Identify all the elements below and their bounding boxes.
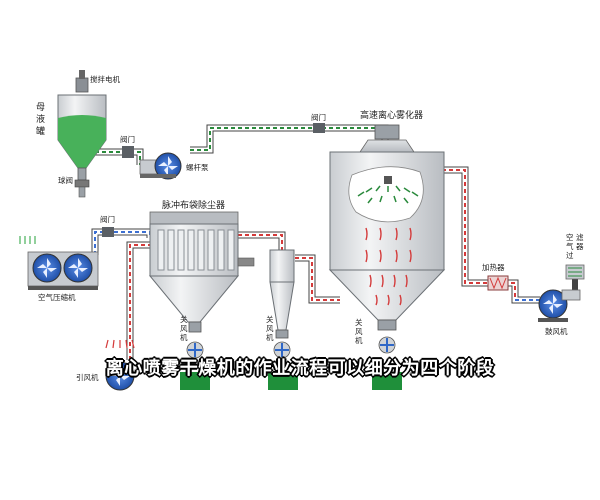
label-mother-tank-1: 母 <box>36 102 45 113</box>
label-rotary-valve-2-1: 关 <box>266 314 274 324</box>
label-rotary-valve-1-3: 机 <box>180 332 188 342</box>
label-atomizer: 高速离心雾化器 <box>360 109 423 121</box>
label-valve-feed: 阀门 <box>120 135 135 144</box>
rotary-valve-2 <box>268 341 298 390</box>
blower <box>538 289 581 322</box>
label-heater: 加热器 <box>482 262 505 272</box>
rotary-valve-3 <box>372 336 402 390</box>
label-rotary-valve-3-3: 机 <box>355 335 363 345</box>
feed-valve <box>122 146 134 158</box>
subtitle-caption: 离心喷雾干燥机的作业流程可以细分为四个阶段 <box>105 358 495 379</box>
label-air-filter-4: 滤 <box>576 232 584 242</box>
label-rotary-valve-1-1: 关 <box>180 314 188 324</box>
air-compressor <box>19 236 99 290</box>
induced-fan <box>105 339 135 391</box>
label-air-filter-1: 空 <box>566 232 574 242</box>
mother-tank <box>57 70 107 198</box>
heater <box>487 275 509 291</box>
bag-filter <box>148 211 255 333</box>
label-screw-pump: 螺杆泵 <box>186 162 209 172</box>
feed-pipe-top <box>190 124 389 154</box>
label-rotary-valve-3-1: 关 <box>355 317 363 327</box>
top-valve <box>313 123 325 133</box>
label-air-filter-3: 过 <box>566 250 574 260</box>
left-valve <box>102 227 114 237</box>
label-ball-valve: 球阀 <box>58 175 73 185</box>
label-mixer-motor: 搅拌电机 <box>90 74 120 84</box>
label-rotary-valve-2-3: 机 <box>266 332 274 342</box>
screw-pump <box>139 152 182 180</box>
label-blower: 鼓风机 <box>545 326 568 336</box>
label-mother-tank-2: 液 <box>36 113 45 125</box>
label-mother-tank-3: 罐 <box>36 125 45 137</box>
label-rotary-valve-2-2: 风 <box>266 324 274 333</box>
label-valve-left: 阀门 <box>100 215 115 224</box>
label-air-compressor: 空气压缩机 <box>38 292 76 302</box>
label-rotary-valve-3-2: 风 <box>355 327 363 336</box>
air-filter <box>565 264 585 280</box>
label-air-filter-5: 器 <box>576 242 584 251</box>
spray-dryer <box>328 124 446 331</box>
label-bag-filter: 脉冲布袋除尘器 <box>162 199 225 211</box>
label-induced-fan: 引风机 <box>76 372 99 382</box>
label-air-filter-2: 气 <box>566 241 574 251</box>
cyclone <box>269 249 295 339</box>
label-rotary-valve-1-2: 风 <box>180 324 188 333</box>
label-valve-top: 阀门 <box>311 113 326 122</box>
rotary-valve-1 <box>180 341 210 390</box>
